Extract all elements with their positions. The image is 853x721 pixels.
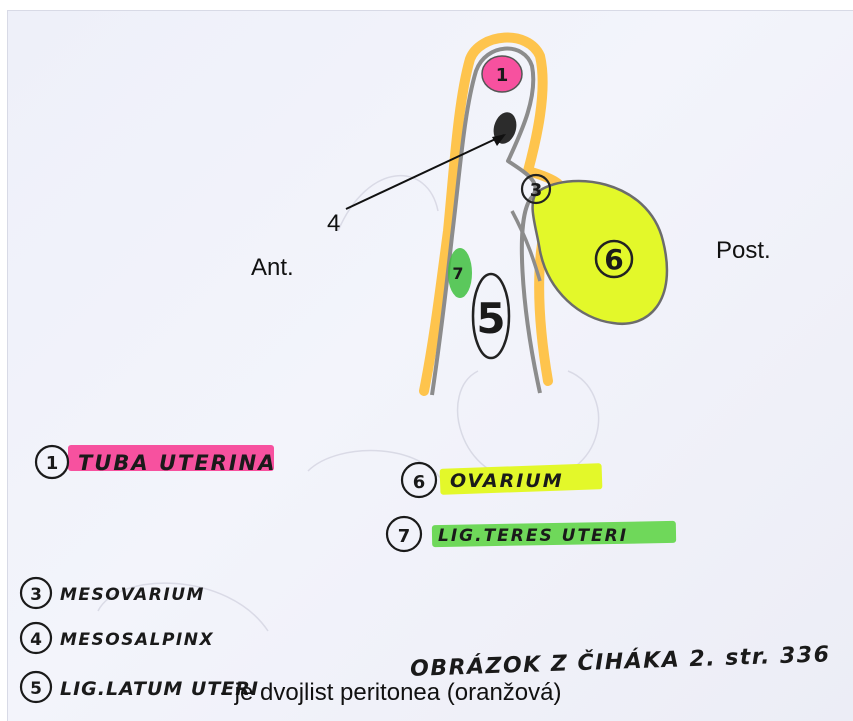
marker-7: 7 [452,264,463,283]
legend-item-6: 6 OVARIUM [402,463,602,497]
pointer-label-4: 4 [327,210,340,238]
legend-item-7: 7 LIG.TERES UTERI [387,517,676,551]
legend-text: LIG.TERES UTERI [438,526,628,546]
posterior-label: Post. [716,237,771,265]
ovarium-shape [533,181,667,324]
legend-text: MESOVARIUM [60,585,205,605]
diagram-canvas: 1 3 5 6 7 1 TUBA UTERINA 6 OVARIUM 7 LIG… [8,11,853,721]
legend-text: MESOSALPINX [60,630,214,650]
legend-number: 6 [413,472,426,493]
legend-item-4: 4 MESOSALPINX [21,623,214,653]
legend-item-1: 1 TUBA UTERINA [36,445,276,478]
marker-5: 5 [476,294,505,343]
pointer-arrow [346,134,506,209]
marker-3: 3 [530,180,543,201]
legend-item-3: 3 MESOVARIUM [21,578,205,608]
legend-text: TUBA UTERINA [78,451,276,475]
lig-latum-description: - je dvojlist peritonea (oranžová) [220,679,562,707]
marker-1: 1 [496,65,509,86]
legend-number: 3 [30,585,42,605]
legend-number: 1 [46,453,59,474]
legend-number: 4 [30,630,42,650]
marker-6: 6 [604,243,623,276]
anterior-label: Ant. [251,254,294,282]
legend-number: 5 [30,679,42,699]
source-note: OBRÁZOK Z ČIHÁKA 2. str. 336 [410,641,831,682]
legend-number: 7 [398,526,411,547]
paper-sheet: 1 3 5 6 7 1 TUBA UTERINA 6 OVARIUM 7 LIG… [7,10,853,721]
legend-text: OVARIUM [450,470,564,492]
